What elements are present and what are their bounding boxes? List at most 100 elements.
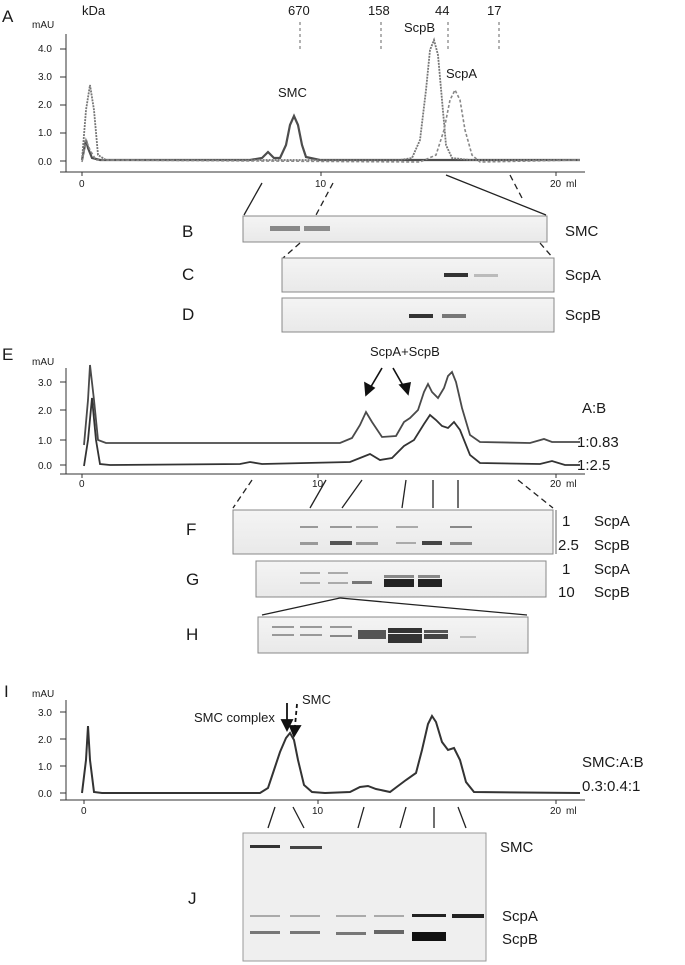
trace-smc — [80, 113, 580, 162]
marker-44: 44 — [435, 3, 449, 18]
gel-g-label-a: ScpA — [594, 561, 630, 578]
panel-letter-g: G — [186, 570, 199, 589]
label-smc-complex: SMC complex — [194, 710, 275, 725]
xunit-i: ml — [566, 806, 577, 817]
y-ticks-e: 0.0 1.0 2.0 3.0 — [38, 378, 52, 472]
y-unit-i: mAU — [32, 689, 54, 700]
panel-letter-b: B — [182, 222, 193, 241]
y-ticks-i: 0.0 1.0 2.0 3.0 — [38, 708, 52, 800]
connectors-g-h — [261, 597, 528, 616]
marker-17: 17 — [487, 3, 501, 18]
annotation-scpa-scpb: ScpA+ScpB — [370, 344, 440, 359]
panel-letter-h: H — [186, 625, 198, 644]
x-ticks-e: 0 10 20 ml — [79, 479, 577, 490]
connectors-i-j — [267, 806, 467, 829]
gel-g-ratio-b: 10 — [558, 584, 575, 601]
panel-letter-i: I — [4, 682, 9, 701]
trace-i — [81, 714, 581, 795]
xtick-e-20: 20 — [550, 479, 562, 490]
panel-letter-f: F — [186, 520, 196, 539]
peak-label-smc: SMC — [278, 85, 307, 100]
ytick-e-3: 3.0 — [38, 378, 52, 389]
xtick-e-10: 10 — [312, 479, 324, 490]
panel-letter-a: A — [2, 7, 14, 26]
xunit-a: ml — [566, 179, 577, 190]
trace-scpa — [81, 88, 581, 163]
gel-f-ratio-a: 1 — [562, 513, 570, 530]
ratio-header-e: A:B — [582, 400, 606, 417]
gel-f-ratio-b: 2.5 — [558, 537, 579, 554]
xtick-a-0: 0 — [79, 179, 85, 190]
panel-letter-e: E — [2, 345, 13, 364]
panel-letter-d: D — [182, 305, 194, 324]
kda-label: kDa — [82, 3, 106, 18]
y-ticks-a: 0.0 1.0 2.0 3.0 4.0 — [38, 44, 52, 168]
gel-c-label: ScpA — [565, 267, 601, 284]
ytick-i-3: 3.0 — [38, 708, 52, 719]
xtick-i-20: 20 — [550, 806, 562, 817]
xunit-e: ml — [566, 479, 577, 490]
y-unit-e: mAU — [32, 357, 54, 368]
ytick-i-0: 0.0 — [38, 789, 52, 800]
ytick-e-0: 0.0 — [38, 461, 52, 472]
ratio-e-upper: 1:0.83 — [577, 434, 619, 451]
marker-670: 670 — [288, 3, 310, 18]
x-ticks-i: 0 10 20 ml — [81, 806, 577, 817]
ratio-value-i: 0.3:0.4:1 — [582, 778, 640, 795]
ytick-e-2: 2.0 — [38, 406, 52, 417]
y-unit-a: mAU — [32, 20, 54, 31]
gel-j-label-scpa: ScpA — [502, 908, 538, 925]
label-smc-i: SMC — [302, 692, 331, 707]
gel-j-label-scpb: ScpB — [502, 931, 538, 948]
peak-label-scpb: ScpB — [404, 20, 435, 35]
ytick-a-4: 4.0 — [38, 44, 52, 55]
gel-j — [242, 832, 487, 962]
x-ticks-a: 0 10 20 ml — [79, 179, 577, 190]
band-d-2 — [442, 314, 466, 318]
band-d-1 — [409, 314, 433, 318]
bands-f — [300, 526, 472, 545]
arrows-i — [280, 703, 302, 739]
marker-158: 158 — [368, 3, 390, 18]
ratio-e-lower: 1:2.5 — [577, 457, 610, 474]
ytick-i-2: 2.0 — [38, 735, 52, 746]
gel-g-label-b: ScpB — [594, 584, 630, 601]
band-b-2 — [304, 226, 330, 231]
panel-letter-j: J — [188, 889, 197, 908]
band-c-2 — [474, 274, 498, 277]
xtick-i-0: 0 — [81, 806, 87, 817]
trace-e-upper — [83, 364, 580, 446]
arrows-e — [364, 367, 411, 397]
band-c-1 — [444, 273, 468, 277]
axes-a — [60, 34, 585, 176]
gel-d-label: ScpB — [565, 307, 601, 324]
trace-e-lower — [83, 397, 580, 467]
ytick-a-0: 0.0 — [38, 157, 52, 168]
peak-label-scpa: ScpA — [446, 66, 477, 81]
bands-j — [250, 845, 484, 941]
panel-letter-c: C — [182, 265, 194, 284]
gel-c — [281, 257, 555, 293]
bands-h — [272, 626, 476, 643]
xtick-a-20: 20 — [550, 179, 562, 190]
axes-e — [60, 368, 585, 478]
band-b-1 — [270, 226, 300, 231]
gel-g-ratio-a: 1 — [562, 561, 570, 578]
gel-j-label-smc: SMC — [500, 839, 534, 856]
ratio-header-i: SMC:A:B — [582, 754, 644, 771]
connectors-abcd — [243, 174, 554, 259]
marker-ticks — [299, 22, 500, 52]
xtick-a-10: 10 — [315, 179, 327, 190]
gel-f-label-b: ScpB — [594, 537, 630, 554]
trace-scpb — [81, 37, 580, 161]
ytick-a-2: 2.0 — [38, 100, 52, 111]
bands-g — [300, 572, 442, 587]
ytick-e-1: 1.0 — [38, 436, 52, 447]
connectors-e-f — [232, 479, 554, 509]
ytick-i-1: 1.0 — [38, 762, 52, 773]
xtick-e-0: 0 — [79, 479, 85, 490]
gel-f — [232, 509, 554, 555]
gel-f-label-a: ScpA — [594, 513, 630, 530]
gel-b-label: SMC — [565, 223, 599, 240]
xtick-i-10: 10 — [312, 806, 324, 817]
